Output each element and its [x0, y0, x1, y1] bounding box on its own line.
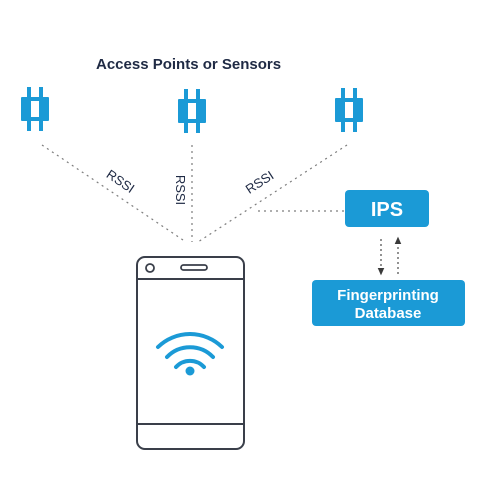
ips-box: IPS	[345, 190, 429, 227]
access-point-icon-right	[335, 88, 363, 132]
database-label-line2: Database	[355, 305, 422, 322]
signal-line-right	[197, 144, 348, 243]
rssi-label-center: RSSI	[173, 175, 188, 205]
smartphone-icon	[136, 256, 245, 450]
fingerprinting-database-box: Fingerprinting Database	[312, 280, 465, 326]
rssi-label-right: RSSI	[243, 168, 277, 197]
database-label-line1: Fingerprinting	[337, 287, 439, 304]
wifi-icon	[156, 332, 224, 376]
access-point-icon-center	[178, 89, 206, 133]
signal-line-left	[41, 144, 187, 243]
phone-speaker	[180, 264, 208, 271]
ips-label: IPS	[371, 199, 403, 221]
rssi-label-left: RSSI	[104, 167, 138, 196]
access-point-icon-left	[21, 87, 49, 131]
phone-camera	[145, 263, 155, 273]
diagram-heading: Access Points or Sensors	[96, 56, 281, 73]
